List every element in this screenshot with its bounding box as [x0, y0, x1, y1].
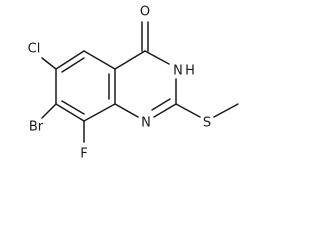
bond-c4a-c4 — [114, 50, 146, 70]
bond-c6-cl — [41, 57, 57, 70]
bond-c7-c8 — [55, 103, 85, 122]
atom-chlorine: Cl — [28, 42, 41, 57]
atom-n1: N — [141, 116, 151, 131]
bond-c2-n1 — [153, 103, 177, 118]
atom-oxygen: O — [140, 5, 150, 20]
bond-c7-c8-inner — [61, 100, 85, 115]
atom-sulfur: S — [203, 116, 211, 131]
atom-n3: N — [173, 64, 183, 79]
bond-c2-n1-inner — [151, 98, 171, 111]
molecule-canvas: O N H N S Cl Br F — [28, 5, 239, 162]
bond-c8-c8a — [83, 103, 116, 122]
structure-diagram: O N H N S Cl Br F — [28, 5, 239, 162]
bond-n1-c8a — [114, 103, 139, 118]
bond-c5-c6-inner — [61, 57, 85, 73]
bond-c7-br — [41, 103, 57, 119]
atom-fluorine: F — [80, 147, 87, 162]
atom-bromine: Br — [29, 120, 44, 135]
bond-c4a-c5 — [83, 50, 116, 70]
bond-c5-c6 — [55, 50, 85, 70]
bond-c4-n3 — [144, 50, 170, 65]
bond-c2-s — [175, 103, 201, 118]
atom-h: H — [185, 64, 195, 79]
bond-s-ch3 — [213, 103, 239, 118]
